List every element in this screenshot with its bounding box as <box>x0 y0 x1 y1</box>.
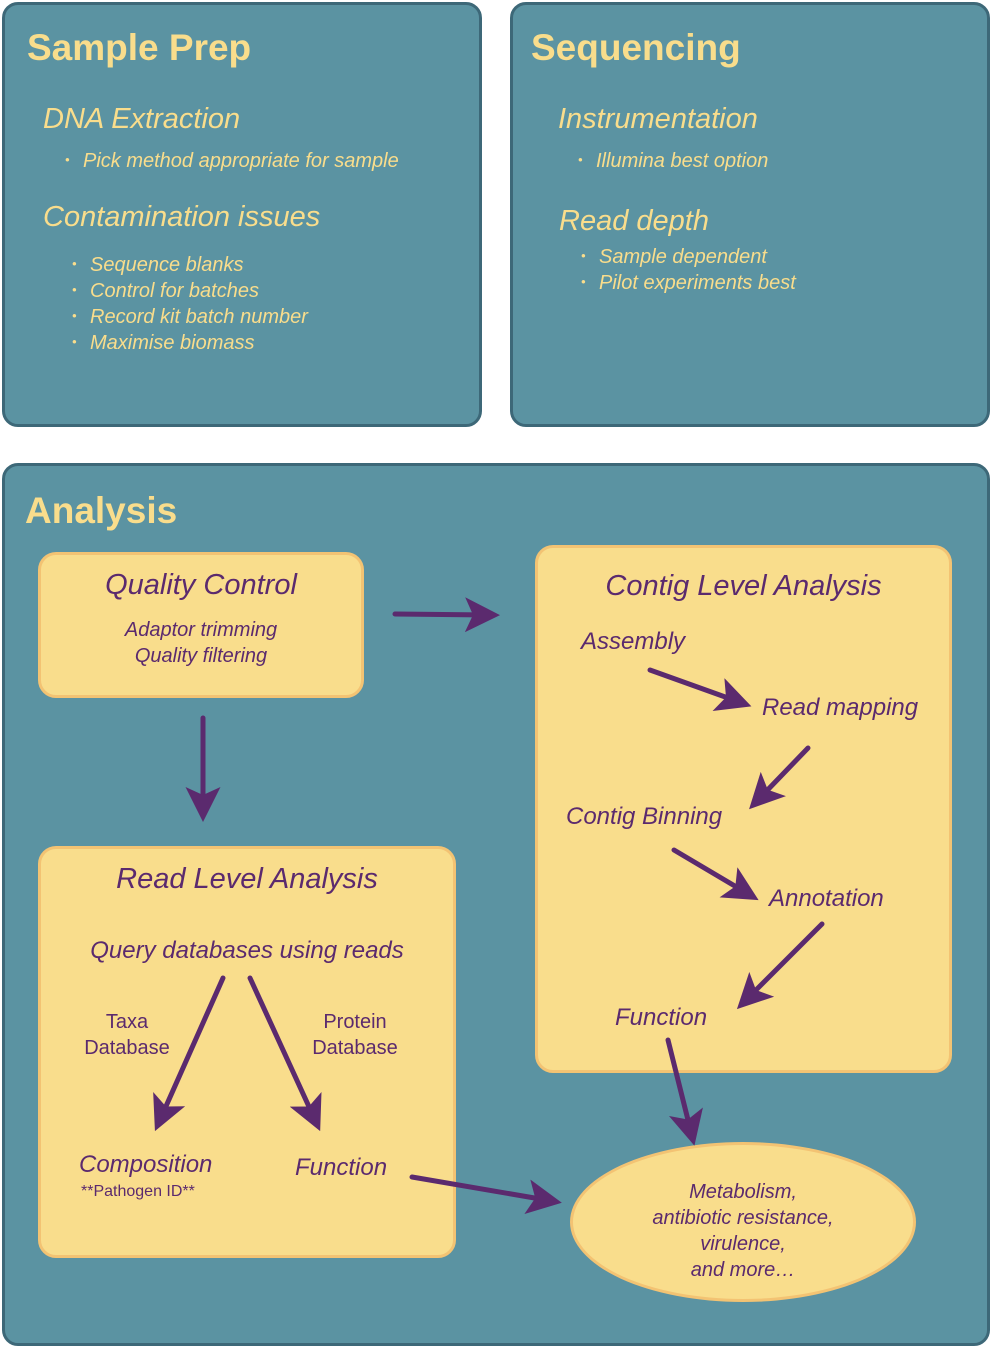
adaptor-trimming-text: Adaptor trimming <box>124 619 278 641</box>
read-depth-list: Sample dependent Pilot experiments best <box>579 243 796 296</box>
quality-filtering-text: Quality filtering <box>134 645 268 667</box>
outcome-ellipse: Metabolism, antibiotic resistance, virul… <box>570 1142 916 1302</box>
protein-database-label: Protein Database <box>305 1009 405 1061</box>
read-depth-heading: Read depth <box>559 205 709 237</box>
outcome-line-2: antibiotic resistance, <box>652 1207 834 1229</box>
list-item: Control for batches <box>70 277 308 304</box>
analysis-title: Analysis <box>25 490 178 531</box>
taxa-line: Taxa <box>105 1011 149 1033</box>
sample-prep-title: Sample Prep <box>27 27 252 68</box>
pathogen-id-text: **Pathogen ID** <box>81 1183 195 1200</box>
contig-binning-text: Contig Binning <box>566 803 723 830</box>
dna-extraction-heading: DNA Extraction <box>43 103 241 135</box>
contamination-list: Sequence blanks Control for batches Reco… <box>70 251 308 356</box>
contamination-heading: Contamination issues <box>43 201 321 233</box>
quality-control-title: Quality Control <box>105 569 297 601</box>
outcome-line-3: virulence, <box>700 1233 786 1255</box>
sample-prep-panel: Sample Prep DNA Extraction Pick method a… <box>2 2 482 427</box>
list-item: Sample dependent <box>579 243 796 270</box>
outcome-line-1: Metabolism, <box>689 1181 797 1203</box>
query-databases-text: Query databases using reads <box>90 937 404 964</box>
list-item: Sequence blanks <box>70 251 308 278</box>
annotation-text: Annotation <box>769 885 884 912</box>
list-item: Maximise biomass <box>70 329 308 356</box>
list-item: Pilot experiments best <box>579 269 796 296</box>
list-item: Record kit batch number <box>70 303 308 330</box>
sequencing-panel: Sequencing Instrumentation Illumina best… <box>510 2 990 427</box>
outcome-text: Metabolism, antibiotic resistance, virul… <box>573 1179 913 1283</box>
taxa-database-label: Taxa Database <box>77 1009 177 1061</box>
list-item: Illumina best option <box>576 147 768 174</box>
instrumentation-list: Illumina best option <box>576 147 768 174</box>
outcome-line-4: and more… <box>690 1259 796 1281</box>
composition-text: Composition <box>79 1151 213 1178</box>
read-function-text: Function <box>295 1154 388 1181</box>
dna-extraction-list: Pick method appropriate for sample <box>63 147 399 174</box>
list-item: Pick method appropriate for sample <box>63 147 399 174</box>
assembly-text: Assembly <box>581 628 686 655</box>
database-line: Database <box>312 1037 398 1059</box>
read-level-title: Read Level Analysis <box>116 863 378 895</box>
sequencing-title: Sequencing <box>531 27 741 68</box>
contig-level-analysis-box: Contig Level Analysis Assembly Read mapp… <box>535 545 952 1073</box>
contig-function-text: Function <box>615 1004 708 1031</box>
database-line: Database <box>84 1037 170 1059</box>
read-mapping-text: Read mapping <box>762 694 919 721</box>
protein-line: Protein <box>323 1011 387 1033</box>
quality-control-box: Quality Control Adaptor trimming Quality… <box>38 552 364 698</box>
contig-level-title: Contig Level Analysis <box>605 570 882 602</box>
read-level-analysis-box: Read Level Analysis Query databases usin… <box>38 846 456 1258</box>
instrumentation-heading: Instrumentation <box>558 103 758 135</box>
